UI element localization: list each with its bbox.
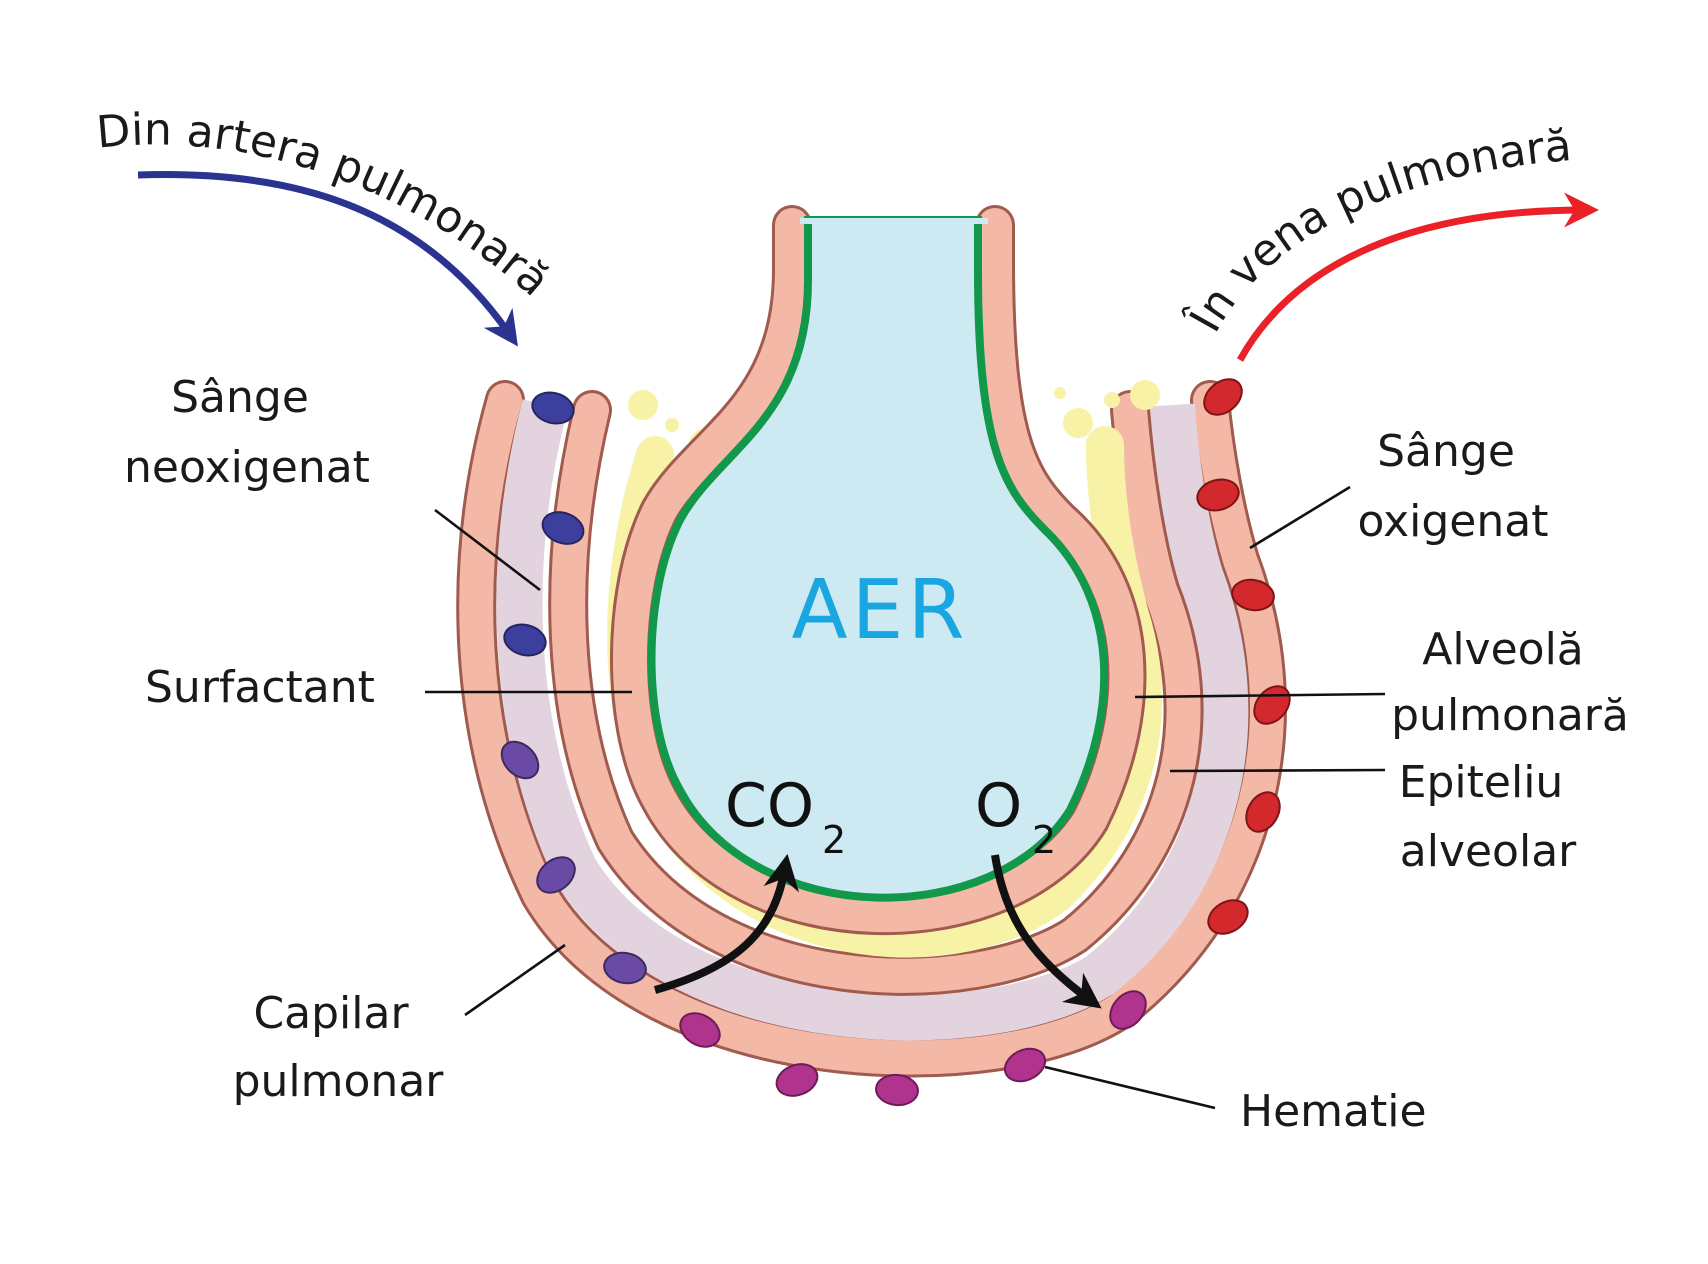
venous-outflow-label: În vena pulmonară xyxy=(1178,120,1574,341)
alveolus-label: Alveolă pulmonară xyxy=(1391,624,1629,741)
oxygenated-blood-label: Sânge oxigenat xyxy=(1358,426,1549,547)
o2-subscript: 2 xyxy=(1032,818,1056,862)
pulmonary-capillary xyxy=(456,380,1287,1078)
arterial-inflow-label: Din artera pulmonară xyxy=(94,104,559,306)
capillary-leader xyxy=(464,943,566,1017)
arterial-inflow-arrow xyxy=(137,171,518,347)
alveolar-air-space xyxy=(647,216,1109,902)
deoxygenated-blood-leader xyxy=(434,508,541,592)
co2-subscript: 2 xyxy=(822,818,846,862)
red-cell-leader xyxy=(1044,1065,1216,1110)
alveolus-leader xyxy=(1134,692,1386,699)
surfactant-label: Surfactant xyxy=(145,662,375,713)
o2-label: O xyxy=(975,771,1022,841)
venous-outflow-arrow xyxy=(1236,192,1599,362)
alveolus xyxy=(610,205,1147,936)
red-blood-cells xyxy=(500,378,1291,1107)
epithelium-label: Epiteliu alveolar xyxy=(1399,757,1578,877)
co2-exchange-arrow xyxy=(653,853,799,994)
co2-label: CO xyxy=(725,771,814,841)
deoxygenated-blood-label: Sânge neoxigenat xyxy=(124,372,370,493)
red-blood-cell xyxy=(503,391,585,657)
oxygenated-blood-leader xyxy=(1249,485,1351,550)
air-label: AER xyxy=(792,563,969,658)
capillary-label: Capilar pulmonar xyxy=(233,988,445,1107)
o2-exchange-arrow xyxy=(991,854,1102,1009)
red-blood-cell xyxy=(679,990,1147,1107)
red-cell-label: Hematie xyxy=(1240,1086,1427,1137)
blood-plasma xyxy=(496,399,1249,1041)
red-blood-cell xyxy=(500,740,647,985)
epithelium-leader xyxy=(1169,768,1386,773)
